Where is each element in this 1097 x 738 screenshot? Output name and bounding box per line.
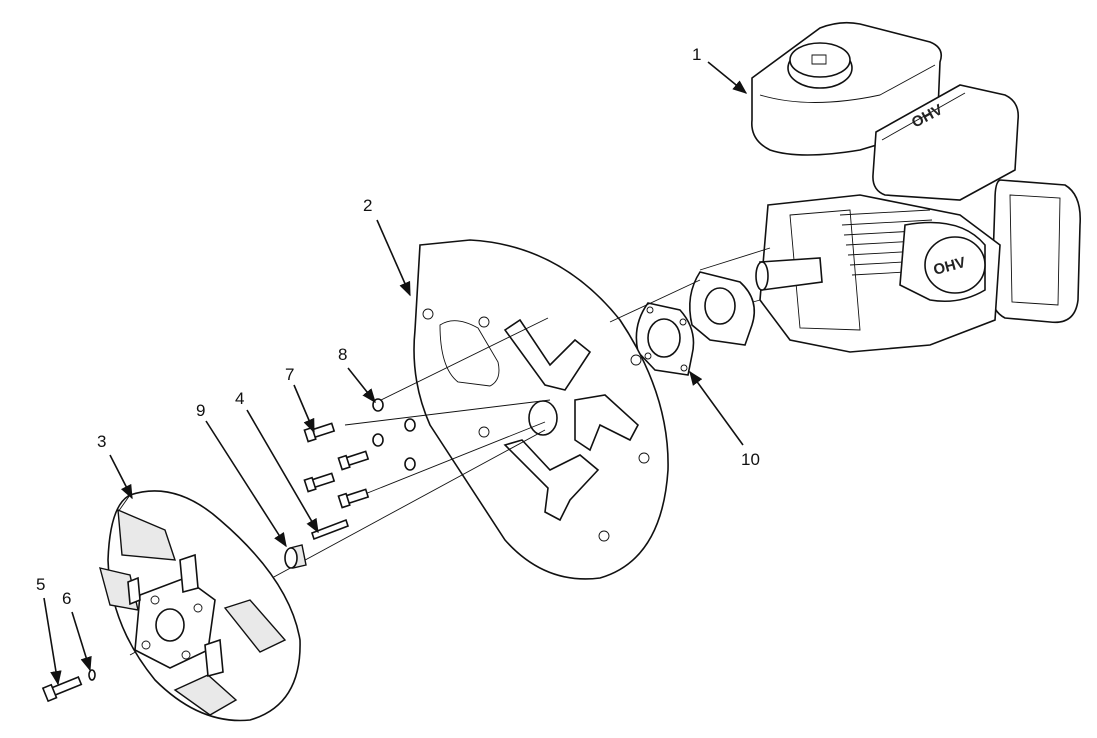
nuts-part-8 <box>372 398 416 471</box>
bolt-part-5 <box>41 676 83 703</box>
callout-4: 4 <box>235 389 244 408</box>
backing-plate <box>413 239 669 580</box>
impeller-fan <box>99 490 301 722</box>
bolts-part-7 <box>303 422 370 509</box>
callout-7: 7 <box>285 365 294 384</box>
callout-3: 3 <box>97 432 106 451</box>
callout-5: 5 <box>36 575 45 594</box>
callout-10: 10 <box>741 450 760 469</box>
callout-6: 6 <box>62 589 71 608</box>
spacer-part-9 <box>284 544 307 569</box>
callout-leaders <box>43 61 748 686</box>
callout-9: 9 <box>196 401 205 420</box>
callout-labels: 1 2 3 4 5 6 7 8 9 10 <box>36 45 760 608</box>
callout-1: 1 <box>692 45 701 64</box>
callout-8: 8 <box>338 345 347 364</box>
callout-2: 2 <box>363 196 372 215</box>
key-part-4 <box>310 518 350 541</box>
adapter-gaskets <box>635 271 756 376</box>
washer-part-6 <box>88 669 96 681</box>
engine-assembly: OHV OHV <box>689 21 1082 353</box>
